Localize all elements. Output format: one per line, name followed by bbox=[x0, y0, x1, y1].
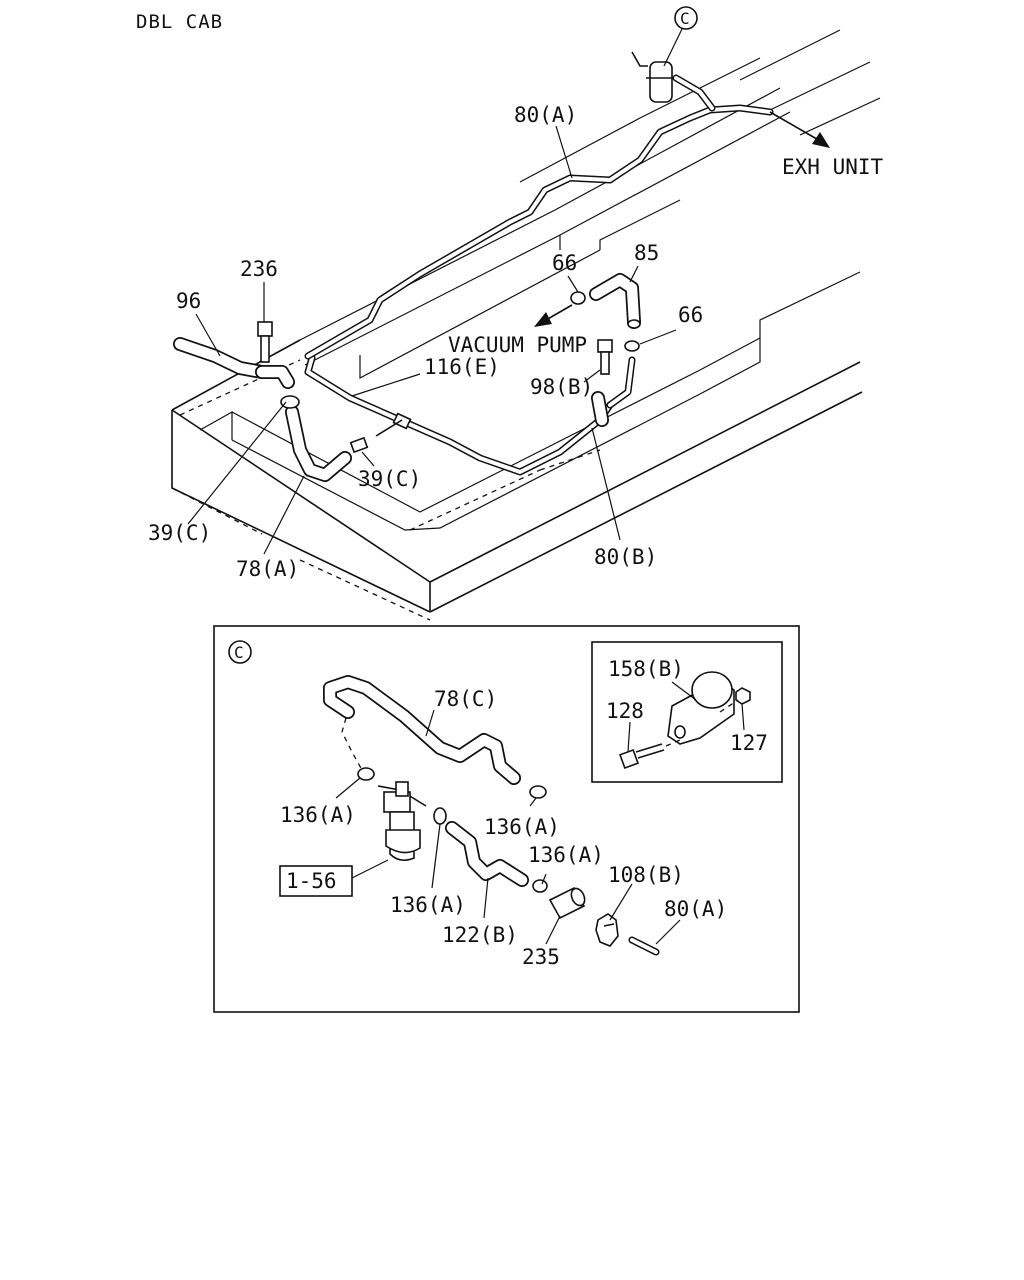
inset-box bbox=[591, 641, 783, 783]
hose-80b-section bbox=[591, 391, 609, 427]
vacuum-valve-c bbox=[631, 51, 716, 112]
bolt-98b bbox=[597, 339, 613, 375]
header-title: DBL CAB bbox=[136, 11, 223, 33]
exh-unit-arrow bbox=[769, 111, 830, 148]
label-122b: 122(B) bbox=[442, 923, 518, 947]
clip-136a-4 bbox=[532, 879, 548, 893]
clip-39c-right bbox=[349, 436, 369, 454]
clip-136a-1 bbox=[357, 767, 375, 781]
leader-lines-upper bbox=[187, 125, 677, 555]
label-66-right: 66 bbox=[678, 303, 703, 327]
label-128: 128 bbox=[606, 699, 644, 723]
clip-108b bbox=[595, 913, 619, 947]
label-127: 127 bbox=[730, 731, 768, 755]
label-78c: 78(C) bbox=[434, 687, 497, 711]
pipe-80a-short bbox=[628, 936, 660, 956]
label-78a: 78(A) bbox=[236, 557, 299, 581]
hose-78a bbox=[285, 405, 352, 482]
clip-39c-left bbox=[280, 395, 300, 409]
label-108b: 108(B) bbox=[608, 863, 684, 887]
vacuum-pump-arrow bbox=[534, 304, 573, 327]
label-80a-top: 80(A) bbox=[514, 103, 577, 127]
label-136a-2: 136(A) bbox=[484, 815, 560, 839]
clip-66-left bbox=[570, 291, 586, 305]
bracket-158b bbox=[667, 671, 735, 745]
label-80a-detail: 80(A) bbox=[664, 897, 727, 921]
label-136a-3: 136(A) bbox=[528, 843, 604, 867]
label-39c-left: 39(C) bbox=[148, 521, 211, 545]
label-236: 236 bbox=[240, 257, 278, 281]
pipe-96 bbox=[173, 337, 295, 389]
label-39c-right: 39(C) bbox=[358, 467, 421, 491]
frame-structure bbox=[171, 29, 881, 621]
hose-78c bbox=[323, 675, 521, 785]
detail-c-marker: C bbox=[234, 643, 244, 662]
sleeve-235 bbox=[548, 886, 586, 920]
vacuum-pump-label: VACUUM PUMP bbox=[448, 333, 587, 357]
detail-marker-c-top: C bbox=[663, 6, 698, 67]
label-136a-1: 136(A) bbox=[280, 803, 356, 827]
label-158b: 158(B) bbox=[608, 657, 684, 681]
pipe-connector bbox=[375, 412, 412, 437]
svg-text:C: C bbox=[680, 9, 690, 28]
label-136a-4: 136(A) bbox=[390, 893, 466, 917]
hose-122b bbox=[445, 821, 529, 887]
bolt-236 bbox=[257, 321, 273, 363]
label-66-left: 66 bbox=[552, 251, 577, 275]
detail-c-panel: C bbox=[213, 625, 800, 1013]
label-235: 235 bbox=[522, 945, 560, 969]
label-96: 96 bbox=[176, 289, 201, 313]
exh-unit-label: EXH UNIT bbox=[782, 155, 884, 179]
label-80b: 80(B) bbox=[594, 545, 657, 569]
bolt-128 bbox=[619, 743, 665, 769]
clip-66-right bbox=[624, 340, 640, 352]
nut-127 bbox=[735, 687, 751, 705]
vacuum-pipe-80a bbox=[304, 104, 774, 476]
hose-85 bbox=[589, 273, 641, 329]
clip-136a-2 bbox=[529, 785, 547, 799]
label-116e: 116(E) bbox=[424, 355, 500, 379]
clip-136a-3 bbox=[433, 807, 447, 825]
valve-1-56 bbox=[377, 781, 427, 862]
part-ref-box-1-56 bbox=[279, 865, 353, 897]
label-1-56: 1-56 bbox=[286, 869, 337, 893]
label-85: 85 bbox=[634, 241, 659, 265]
label-98b: 98(B) bbox=[530, 375, 593, 399]
